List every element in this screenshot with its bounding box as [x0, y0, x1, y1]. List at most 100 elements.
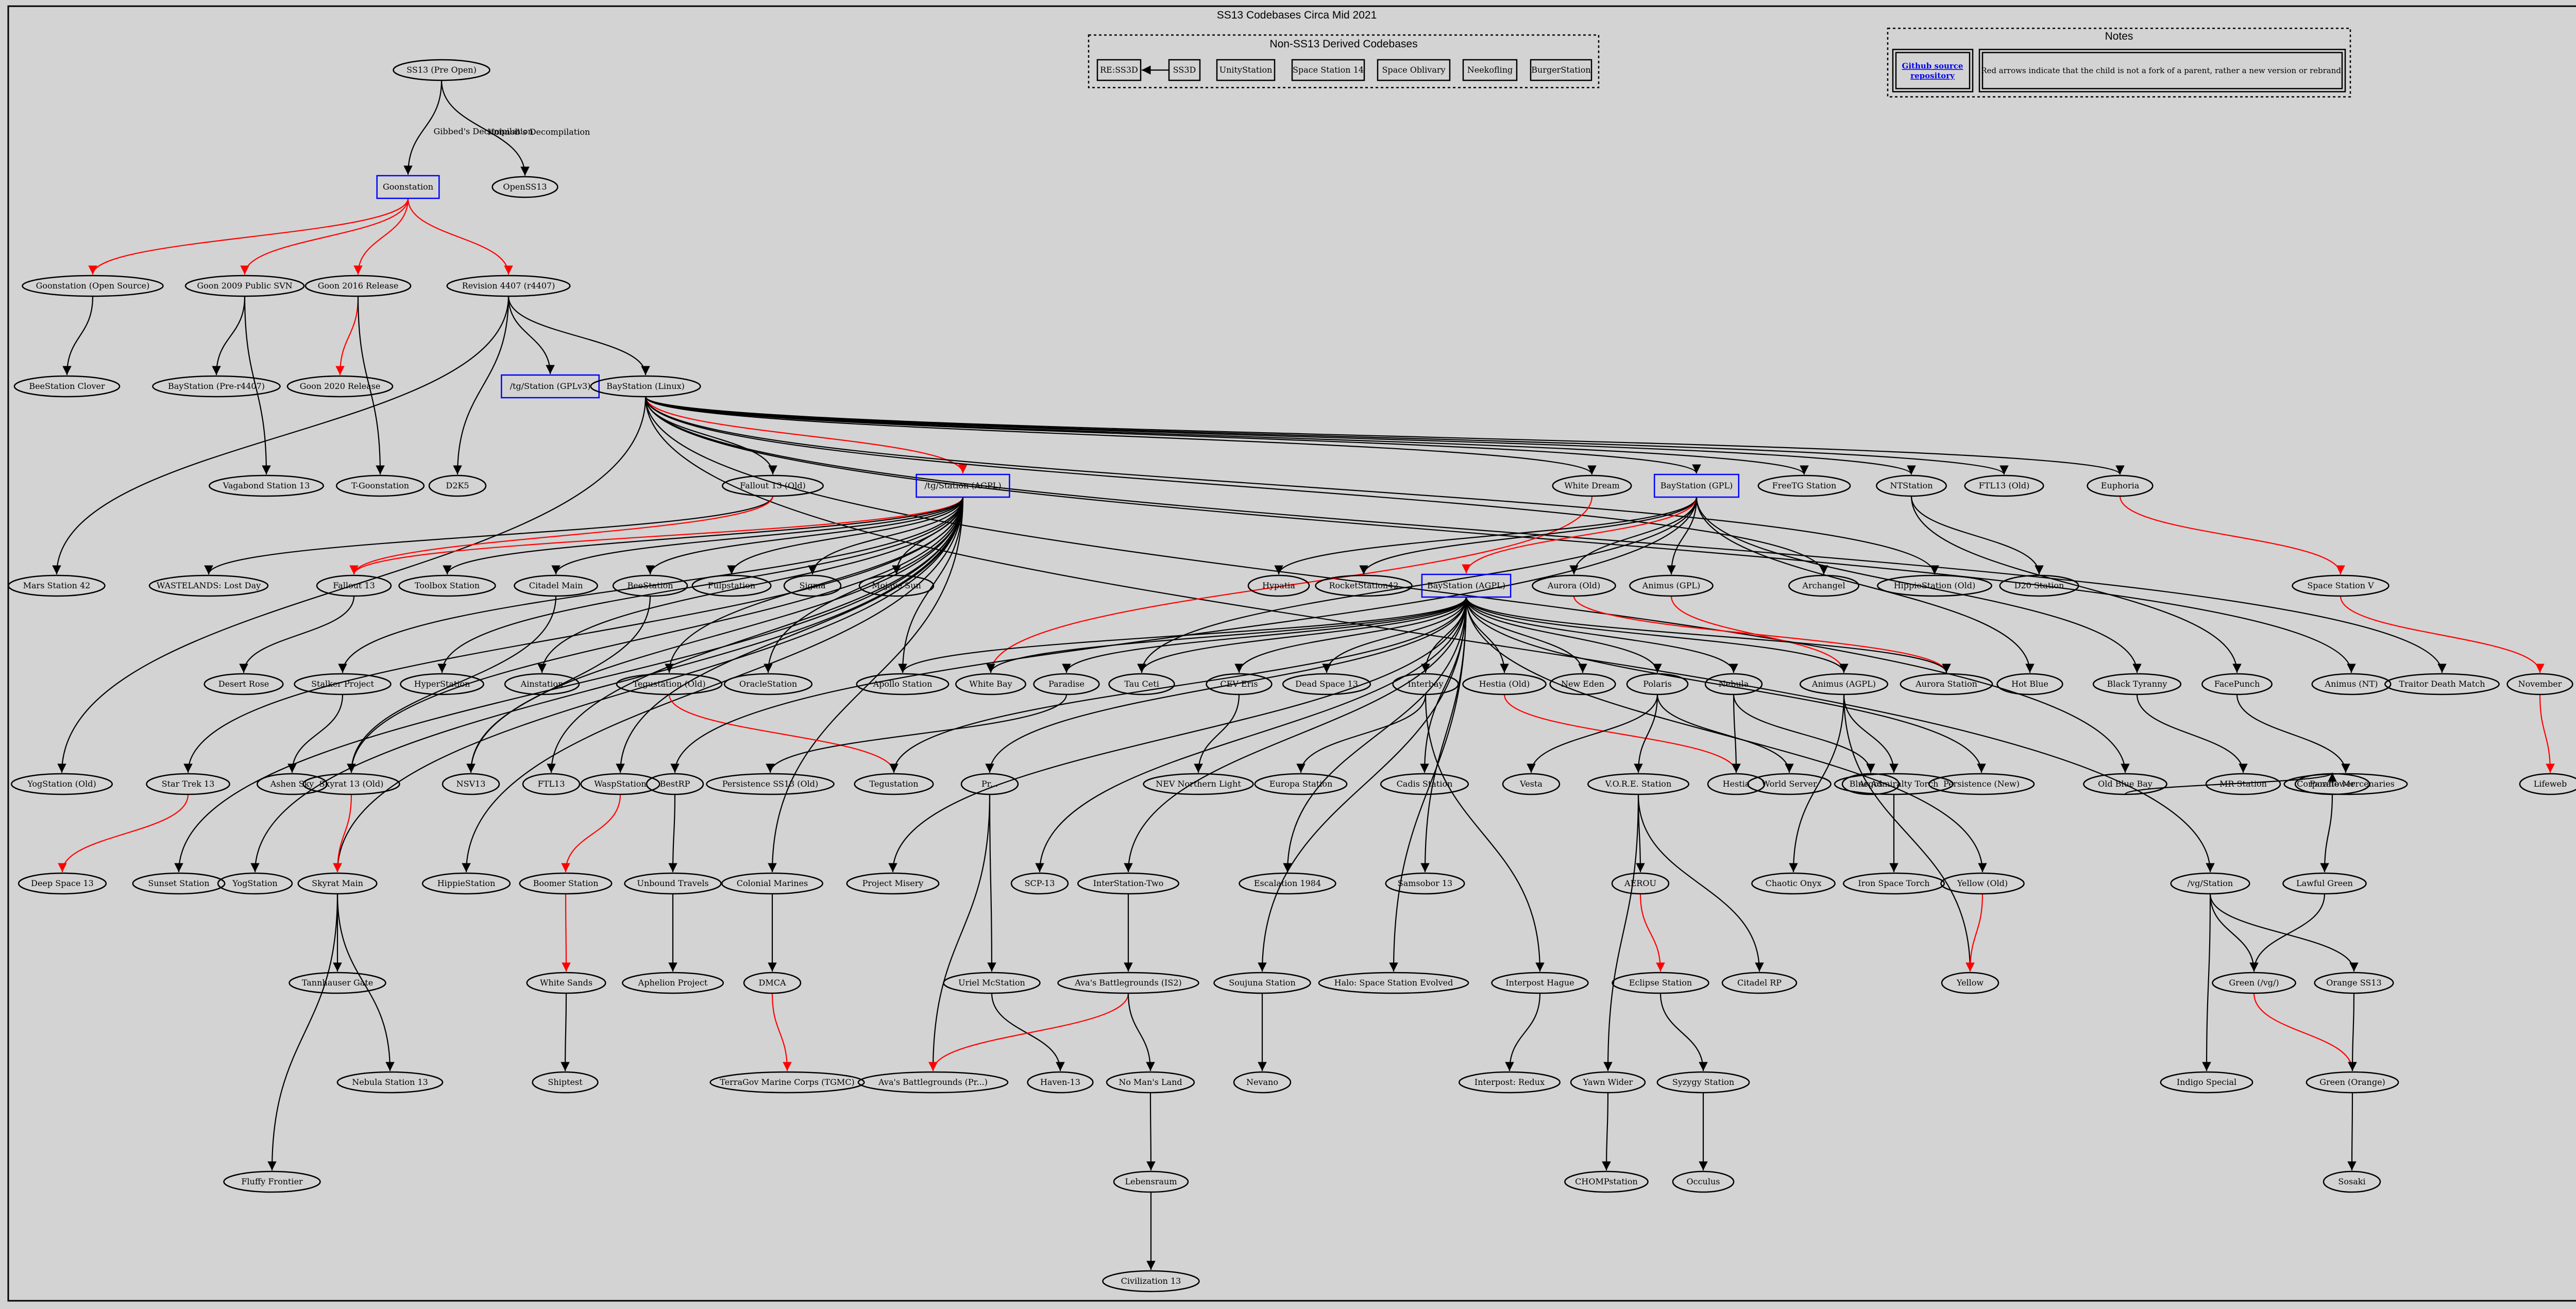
- node-label: /tg/Station (AGPL): [924, 481, 1001, 490]
- node-startrek: Star Trek 13: [146, 773, 230, 795]
- edge-tgagpl-to-fo13: [349, 497, 964, 575]
- node-shape: [1549, 673, 1616, 695]
- edge-bayagpl-to-newedn: [1465, 597, 1587, 673]
- node-shape: [1570, 1071, 1646, 1094]
- node-whitesands: White Sands: [526, 972, 606, 994]
- node-label: No Man's Land: [1118, 1077, 1182, 1087]
- node-projmisery: Project Misery: [846, 872, 940, 895]
- node-label: Lifeweb: [2534, 779, 2567, 789]
- node-shape: [514, 574, 598, 597]
- node-shape: [294, 673, 392, 695]
- node-label: Old Blue Bay: [2098, 779, 2153, 789]
- node-shape: [1900, 673, 1993, 695]
- node-label: SS13 (Pre Open): [406, 65, 477, 75]
- node-shape: [376, 175, 440, 199]
- node-syzygy: Syzygy Station: [1656, 1071, 1750, 1094]
- edge-baygpl-to-rocket42: [1359, 497, 1698, 575]
- node-eclipse: Eclipse Station: [1612, 972, 1709, 994]
- node-bestrp: BestRP: [646, 773, 704, 795]
- node-label: Ashen Sky: [270, 779, 314, 789]
- node-goon: Goonstation: [376, 175, 440, 199]
- node-label: Traitor Death Match: [2399, 679, 2485, 689]
- node-vesta: Vesta: [1502, 773, 1561, 795]
- edge-urielmc-to-haven13: [991, 993, 1065, 1072]
- node-shape: [1033, 673, 1100, 695]
- node-newedn: New Eden: [1549, 673, 1616, 695]
- edge-ntstation-to-d20: [1910, 496, 2044, 575]
- node-label: Haven-13: [1040, 1077, 1080, 1087]
- node-shape: [1612, 972, 1709, 994]
- node-shape: [1421, 573, 1512, 598]
- edge-tgagpl-to-hippiest: [462, 497, 964, 873]
- edge-baylinux-to-euphoria: [645, 396, 2125, 475]
- edge-goon16-to-goon20: [335, 296, 359, 376]
- node-yogstation: YogStation: [217, 872, 293, 895]
- node-label: /vg/Station: [2188, 878, 2233, 888]
- edge-yellowold-to-yellow: [1965, 893, 1984, 972]
- node-label: InterStation-Two: [1093, 878, 1164, 888]
- node-waspst: WaspStation: [580, 773, 660, 795]
- edge-polaris-to-vcore: [1634, 694, 1658, 773]
- node-shape: [854, 773, 934, 795]
- node-label: Desert Rose: [218, 679, 269, 689]
- edge-paraflower-to-lawfulgreen: [2320, 794, 2333, 873]
- node-shape: [1626, 673, 1689, 695]
- node-hyperstation: HyperStation: [400, 673, 484, 695]
- node-baylinux: BayStation (Linux): [590, 375, 701, 398]
- edge-vgstation-to-indigo: [2202, 893, 2211, 1072]
- derived-node-label: Neekofling: [1467, 65, 1513, 75]
- node-label: Europa Station: [1269, 779, 1333, 789]
- node-label: SCP-13: [1025, 878, 1055, 888]
- edge-whitedream-to-whitebay: [986, 496, 1593, 673]
- node-shape: [492, 176, 558, 198]
- node-shape: [1027, 1071, 1094, 1094]
- edge-bayagpl-to-cadis: [1420, 597, 1467, 773]
- node-hestiaold: Hestia (Old): [1462, 673, 1547, 695]
- node-shape: [1247, 574, 1310, 597]
- edge-bayagpl-to-animusagpl: [1465, 597, 1849, 673]
- node-label: Persistence (New): [1943, 779, 2020, 789]
- node-label: Apollo Station: [873, 679, 933, 689]
- node-label: BayStation (GPL): [1660, 481, 1733, 490]
- node-label: Stalker Project: [311, 679, 374, 689]
- edge-baygpl-to-tauceti: [1137, 497, 1698, 673]
- node-shape: [316, 574, 392, 597]
- node-soujuna: Soujuna Station: [1213, 972, 1311, 994]
- repo-link-line1[interactable]: Github source: [1902, 61, 1963, 71]
- node-shape: [2170, 872, 2250, 895]
- edge-lawfulgreen-to-greenvg: [2249, 893, 2326, 972]
- node-lifeweb: Lifeweb: [2519, 773, 2576, 795]
- repo-link-line2[interactable]: repository: [1910, 71, 1955, 80]
- node-label: Blue Admiralty Torch: [1850, 779, 1939, 789]
- node-label: WASTELANDS: Lost Day: [157, 581, 261, 590]
- node-label: Ava's Battlegrounds (IS2): [1074, 978, 1182, 988]
- edge-rev4407-to-mars42: [52, 296, 510, 575]
- node-label: Yellow: [1956, 978, 1984, 988]
- node-shape: [289, 972, 386, 994]
- node-shape: [1108, 673, 1175, 695]
- node-sosaki: Sosaki: [2323, 1170, 2381, 1193]
- node-shape: [10, 773, 113, 795]
- edge-bayagpl-to-aurorast: [1465, 597, 1951, 673]
- edge-animusagpl-to-chaoticonyx: [1789, 694, 1845, 873]
- legend-note-text: Red arrows indicate that the child is no…: [1981, 66, 2343, 75]
- node-ftl13old: FTL13 (Old): [1964, 474, 2044, 497]
- node-aurorast: Aurora Station: [1900, 673, 1993, 695]
- edge-baylinux-to-freetg: [645, 396, 1809, 475]
- node-label: Orange SS13: [2326, 978, 2381, 988]
- node-shape: [22, 275, 164, 297]
- node-deadspace: Dead Space 13: [1282, 673, 1371, 695]
- derived-node-label: UnityStation: [1219, 65, 1273, 75]
- node-shape: [1799, 673, 1889, 695]
- node-shape: [1385, 872, 1465, 895]
- node-shape: [152, 375, 281, 398]
- edge-beestation-to-nsv13: [466, 596, 651, 773]
- node-shape: [1928, 773, 2035, 795]
- node-shape: [1143, 773, 1254, 795]
- node-label: Mojave Sun: [872, 581, 921, 590]
- node-shape: [2294, 773, 2370, 795]
- edge-tgagpl-to-sigma: [808, 497, 964, 575]
- edge-skyratold-to-skyratmain: [333, 794, 352, 873]
- edge-baylinux-to-hippieold: [645, 396, 1939, 575]
- edge-skyratmain-to-nebula13: [336, 893, 395, 1072]
